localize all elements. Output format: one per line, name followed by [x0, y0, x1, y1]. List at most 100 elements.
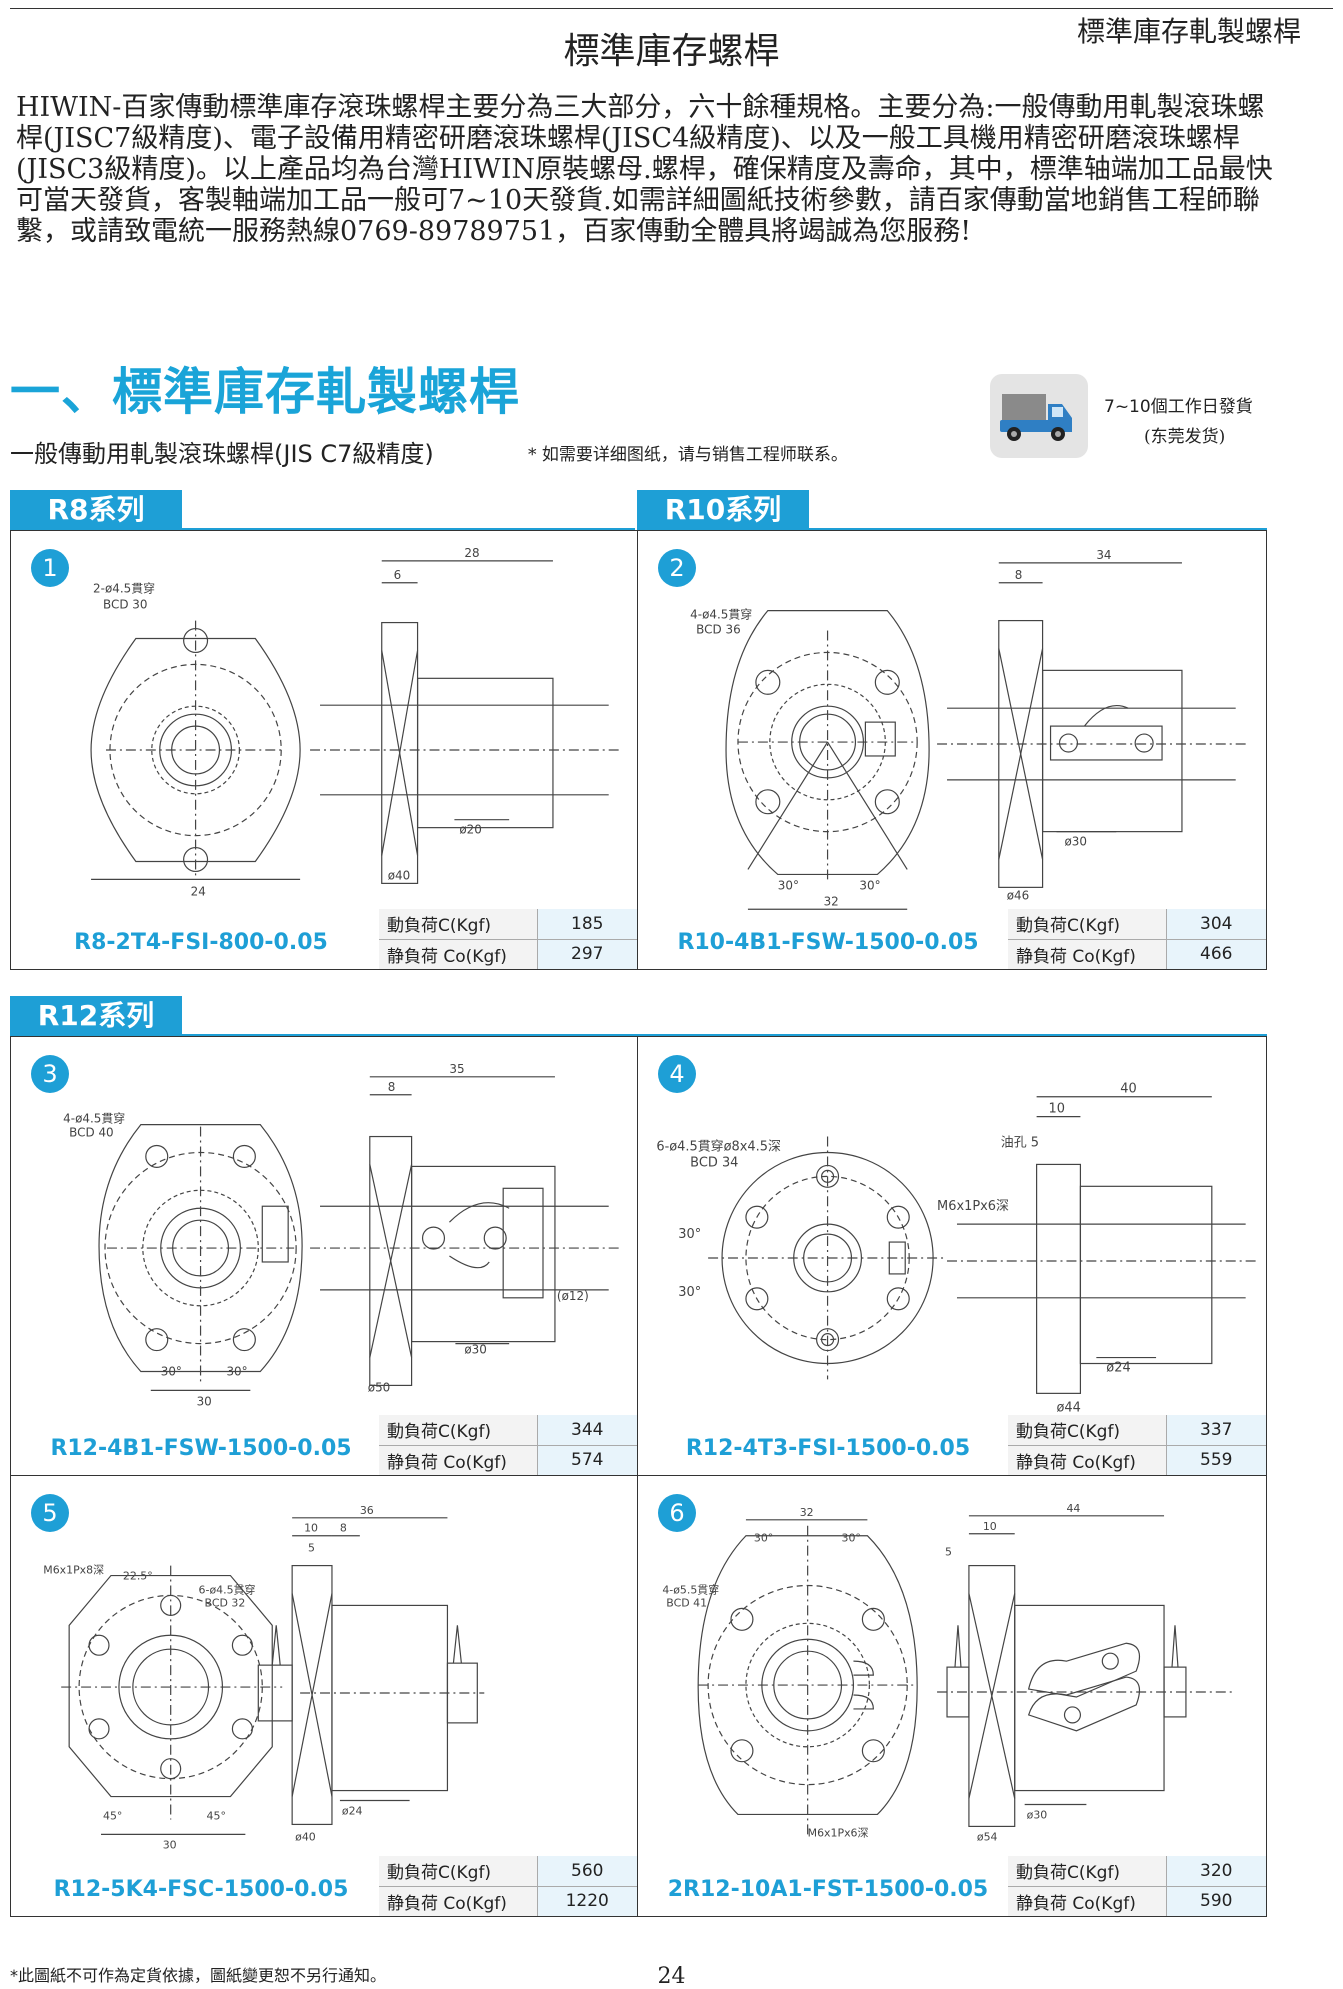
dim-label: BCD 36 — [696, 623, 741, 637]
top-rule — [10, 8, 1333, 9]
dim-label: ø24 — [1106, 1360, 1130, 1375]
angle-label: 30° — [754, 1532, 773, 1545]
shipping-time: 7~10個工作日發貨 — [1104, 397, 1253, 417]
product-card: 6 4-ø5.5貫穿 — [637, 1475, 1267, 1917]
product-card: 2 4-ø4.5貫穿 BCD 36 — [637, 530, 1267, 970]
dim-label: 40 — [1120, 1082, 1136, 1097]
dim-label: 10 — [983, 1520, 997, 1533]
dim-label: 10 — [304, 1522, 318, 1535]
dim-label: 8 — [340, 1522, 347, 1535]
dim-label: ø44 — [1057, 1400, 1081, 1415]
static-load-label: 静負荷 Co(Kgf) — [1008, 939, 1167, 969]
series-tab-r12: R12系列 — [10, 996, 182, 1036]
dim-label: 4-ø4.5貫穿 — [690, 607, 752, 622]
dynamic-load-value: 320 — [1166, 1856, 1266, 1887]
dim-label: 28 — [464, 546, 479, 560]
nut-drawing: M6x1Px8深 6-ø4.5貫穿 BCD 32 36 10 8 ø24 ø40… — [43, 1504, 485, 1851]
series-rule-r10 — [637, 528, 1267, 531]
dim-label: ø20 — [459, 823, 482, 837]
angle-label: 30° — [226, 1364, 247, 1378]
intro-paragraph: HIWIN-百家傳動標準庫存滾珠螺桿主要分為三大部分，六十餘種規格。主要分為:一… — [16, 92, 1273, 247]
dynamic-load-value: 560 — [537, 1856, 637, 1887]
dim-label: 35 — [449, 1062, 464, 1076]
nut-drawing: 4-ø4.5貫穿 BCD 36 34 8 32 ø30 ø46 30° 30° — [690, 548, 1246, 910]
dim-label: 2-ø4.5貫穿 — [93, 581, 155, 596]
angle-label: 30° — [859, 878, 880, 892]
dim-label: ø30 — [464, 1343, 487, 1357]
dim-label: 8 — [388, 1080, 396, 1094]
static-load-label: 静負荷 Co(Kgf) — [1008, 1445, 1167, 1475]
dim-label: 6 — [394, 568, 402, 582]
dim-label: M6x1Px8深 — [43, 1564, 104, 1577]
static-load-value: 590 — [1166, 1886, 1266, 1916]
load-spec-table: 動負荷C(Kgf)337 静負荷 Co(Kgf)559 — [1008, 1415, 1266, 1475]
series-rule-r12 — [10, 1034, 1267, 1037]
dim-label: 30 — [163, 1838, 177, 1851]
series-tab-r10: R10系列 — [637, 490, 809, 530]
static-load-value: 574 — [537, 1445, 637, 1475]
delivery-truck-icon — [990, 374, 1088, 458]
dim-label: M6x1Px6深 — [808, 1826, 869, 1839]
load-spec-table: 動負荷C(Kgf)560 静負荷 Co(Kgf)1220 — [379, 1856, 637, 1916]
dim-label: 30 — [197, 1394, 212, 1408]
dynamic-load-label: 動負荷C(Kgf) — [1008, 909, 1167, 940]
dim-label: 36 — [360, 1504, 374, 1517]
product-card: 1 2-ø4.5貫穿 BCD 30 28 6 24 ø20 ø40 — [10, 530, 638, 970]
dynamic-load-label: 動負荷C(Kgf) — [379, 1856, 538, 1887]
dynamic-load-value: 344 — [537, 1415, 637, 1446]
model-number: R10-4B1-FSW-1500-0.05 — [677, 930, 979, 955]
dynamic-load-label: 動負荷C(Kgf) — [379, 909, 538, 940]
dim-label: 10 — [1049, 1102, 1065, 1117]
dim-label: ø40 — [388, 868, 411, 882]
product-number: 4 — [658, 1055, 696, 1093]
dim-label: 5 — [308, 1542, 315, 1555]
dynamic-load-label: 動負荷C(Kgf) — [379, 1415, 538, 1446]
model-number: R12-4B1-FSW-1500-0.05 — [50, 1436, 352, 1461]
footer-disclaimer: *此圖紙不可作為定貨依據，圖紙變更恕不另行通知。 — [10, 1966, 387, 1985]
angle-label: 30° — [842, 1532, 861, 1545]
dim-label: 44 — [1066, 1502, 1080, 1515]
product-card: 3 4-ø4.5貫穿 BCD 40 35 — [10, 1036, 638, 1476]
page-category-label: 標準庫存軋製螺桿 — [1076, 15, 1301, 48]
angle-label: 45° — [103, 1809, 122, 1822]
dim-label: 4-ø5.5貫穿 — [662, 1582, 719, 1596]
dim-label: 6-ø4.5貫穿ø8x4.5深 — [656, 1138, 781, 1154]
angle-label: 22.5° — [123, 1570, 153, 1583]
angle-label: 30° — [161, 1364, 182, 1378]
static-load-label: 静負荷 Co(Kgf) — [379, 939, 538, 969]
angle-label: 30° — [678, 1227, 701, 1242]
angle-label: 30° — [778, 878, 799, 892]
load-spec-table: 動負荷C(Kgf)320 静負荷 Co(Kgf)590 — [1008, 1856, 1266, 1916]
series-tab-r8: R8系列 — [10, 490, 182, 530]
dim-label: 油孔 5 — [1001, 1136, 1039, 1151]
product-number: 3 — [31, 1055, 69, 1093]
dim-label: BCD 34 — [690, 1155, 738, 1170]
dim-label: M6x1Px6深 — [937, 1199, 1009, 1214]
angle-label: 45° — [207, 1809, 226, 1822]
static-load-value: 559 — [1166, 1445, 1266, 1475]
dim-label: ø50 — [368, 1380, 391, 1394]
model-number: R12-5K4-FSC-1500-0.05 — [53, 1877, 349, 1902]
dim-label: ø24 — [342, 1804, 363, 1817]
series-rule-r8 — [10, 528, 635, 531]
static-load-label: 静負荷 Co(Kgf) — [1008, 1886, 1167, 1916]
model-number: R8-2T4-FSI-800-0.05 — [74, 930, 328, 955]
dim-label: 34 — [1096, 548, 1111, 562]
nut-drawing: 4-ø5.5貫穿 BCD 41 44 10 32 ø30 ø54 M6x1Px6… — [662, 1502, 1236, 1843]
static-load-value: 1220 — [537, 1886, 637, 1916]
product-card: 4 6-ø4.5貫穿ø8x4.5深 BCD 34 40 10 M6x1Px6深 — [637, 1036, 1267, 1476]
dynamic-load-label: 動負荷C(Kgf) — [1008, 1856, 1167, 1887]
dim-label: 6-ø4.5貫穿 — [199, 1582, 256, 1596]
dynamic-load-value: 304 — [1166, 909, 1266, 940]
static-load-value: 297 — [537, 939, 637, 969]
static-load-value: 466 — [1166, 939, 1266, 969]
load-spec-table: 動負荷C(Kgf)185 静負荷 Co(Kgf)297 — [379, 909, 637, 969]
dim-label: ø30 — [1064, 835, 1087, 849]
page-number: 24 — [657, 1964, 686, 1989]
static-load-label: 静負荷 Co(Kgf) — [379, 1445, 538, 1475]
dim-label: BCD 32 — [205, 1596, 246, 1609]
static-load-label: 静負荷 Co(Kgf) — [379, 1886, 538, 1916]
dynamic-load-label: 動負荷C(Kgf) — [1008, 1415, 1167, 1446]
dim-label: ø46 — [1007, 888, 1030, 902]
dim-label: 32 — [824, 894, 839, 908]
